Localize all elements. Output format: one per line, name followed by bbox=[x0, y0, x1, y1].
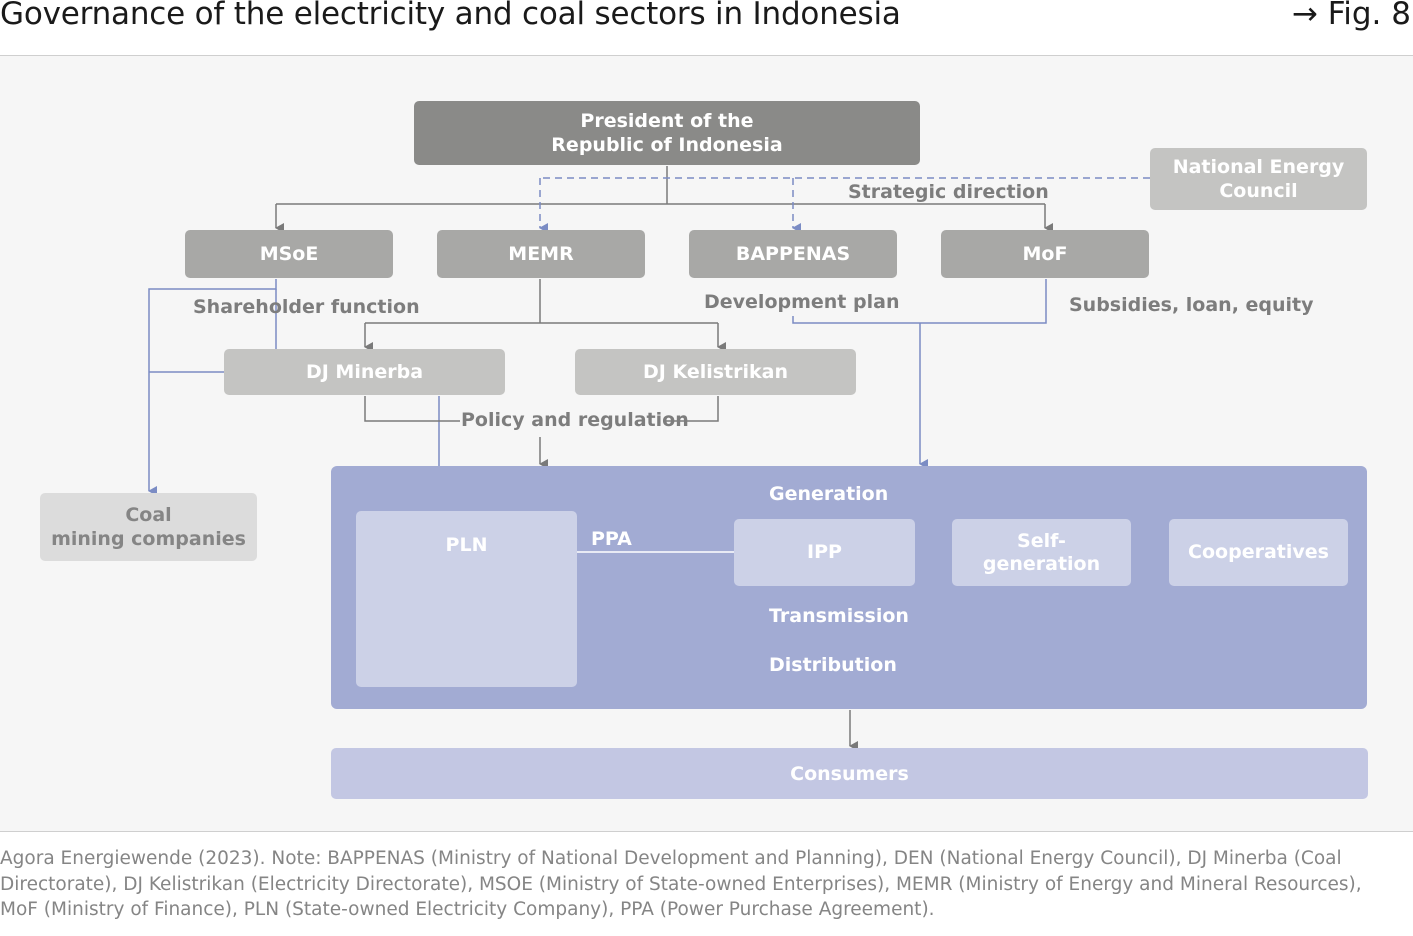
top-divider bbox=[0, 55, 1413, 56]
planning-finance-lines bbox=[792, 279, 1047, 469]
shareholder-lines bbox=[148, 279, 277, 496]
shareholder-function-label: Shareholder function bbox=[193, 296, 420, 318]
president-to-ministries-lines bbox=[275, 166, 1053, 233]
bappenas-box: BAPPENAS bbox=[689, 230, 897, 278]
bottom-divider bbox=[0, 831, 1413, 832]
policy-regulation-lines bbox=[364, 396, 719, 469]
subsidies-label: Subsidies, loan, equity bbox=[1069, 294, 1314, 316]
development-plan-label: Development plan bbox=[704, 291, 900, 313]
msoe-box: MSoE bbox=[185, 230, 393, 278]
memr-to-directorates-lines bbox=[364, 279, 726, 352]
coal-mining-companies-box: Coal mining companies bbox=[40, 493, 257, 561]
generation-label: Generation bbox=[769, 483, 889, 505]
transmission-label: Transmission bbox=[769, 605, 909, 627]
memr-box: MEMR bbox=[437, 230, 645, 278]
ppa-label: PPA bbox=[591, 528, 632, 550]
self-generation-box: Self- generation bbox=[952, 519, 1131, 586]
footnote: Agora Energiewende (2023). Note: BAPPENA… bbox=[0, 848, 1362, 920]
president-box: President of the Republic of Indonesia bbox=[414, 101, 920, 165]
figure-reference: → Fig. 8 bbox=[1291, 0, 1411, 32]
mof-box: MoF bbox=[941, 230, 1149, 278]
strategic-direction-label: Strategic direction bbox=[848, 181, 1049, 203]
figure-title: Governance of the electricity and coal s… bbox=[0, 0, 901, 32]
dj-minerba-box: DJ Minerba bbox=[224, 349, 505, 395]
dj-kelistrikan-box: DJ Kelistrikan bbox=[575, 349, 856, 395]
distribution-label: Distribution bbox=[769, 654, 897, 676]
national-energy-council-box: National Energy Council bbox=[1150, 148, 1367, 210]
policy-regulation-label: Policy and regulation bbox=[461, 409, 689, 431]
cooperatives-box: Cooperatives bbox=[1169, 519, 1348, 586]
pln-box: PLN bbox=[356, 511, 577, 687]
consumers-box: Consumers bbox=[331, 748, 1368, 799]
ipp-box: IPP bbox=[734, 519, 915, 586]
strategic-direction-dashed-lines bbox=[539, 177, 1150, 233]
